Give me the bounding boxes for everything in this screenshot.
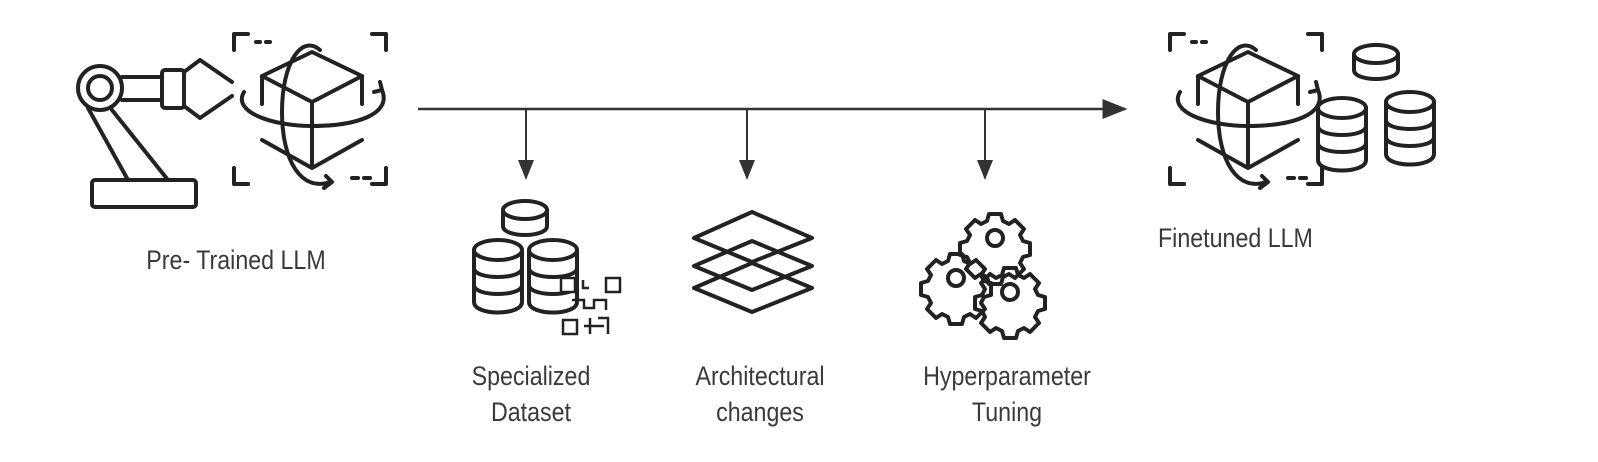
step-label-architecture: Architectural changes [674,358,846,430]
step-label-dataset: Specialized Dataset [445,358,617,430]
finetuned-llm-label: Finetuned LLM [1158,223,1313,253]
pretrained-llm-label: Pre- Trained LLM [146,245,326,275]
step-label-line1: Architectural [695,361,825,391]
layers-icon [692,210,814,314]
step-label-line2: changes [716,397,804,427]
robot-arm-icon [76,58,234,209]
rotating-cube-icon [232,32,388,190]
gears-icon [919,212,1047,340]
step-label-line2: Tuning [971,397,1043,427]
database-icon [1316,43,1436,173]
step-label-line1: Hyperparameter [923,361,1091,391]
step-label-hyperparameter: Hyperparameter Tuning [904,358,1110,430]
rotating-cube-icon-finetuned [1168,32,1324,190]
database-qr-icon [472,199,622,336]
step-label-line1: Specialized [471,361,591,391]
step-label-line2: Dataset [490,397,572,427]
